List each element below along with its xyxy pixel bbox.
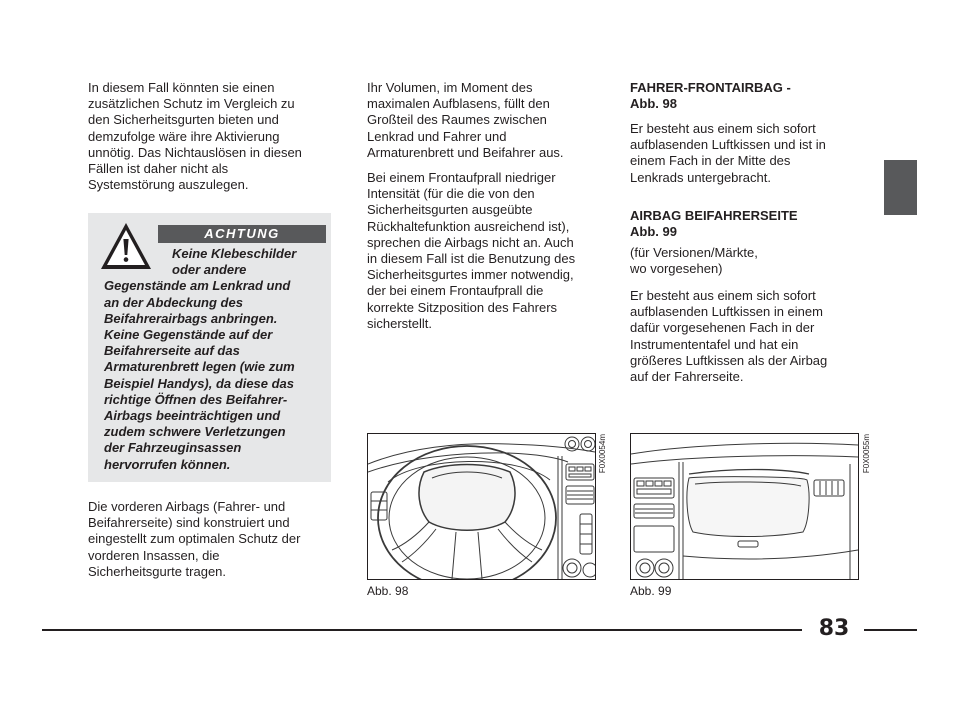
control-knob-center (658, 562, 670, 574)
gauge-left-center (568, 440, 576, 448)
intro-paragraph: In diesem Fall könnten sie einen zusätzl… (88, 80, 302, 193)
heading-driver-airbag: FAHRER-FRONTAIRBAG - Abb. 98 (630, 80, 791, 112)
radio-button (654, 480, 663, 487)
figure-code-98: F0X0054m (598, 434, 607, 474)
exclamation-bar (123, 239, 129, 255)
gauge-left (564, 436, 580, 452)
section-tab (884, 160, 917, 215)
figure-caption-99: Abb. 99 (630, 584, 672, 598)
control-knob-center (639, 562, 651, 574)
control-knob (654, 558, 674, 578)
dashboard-lower-edge (682, 549, 858, 560)
left-spoke-upper (391, 521, 430, 551)
driver-airbag-paragraph: Er besteht aus einem sich sofort aufblas… (630, 121, 826, 185)
glovebox-handle (737, 540, 759, 548)
center-vent (565, 485, 595, 505)
control-knob (582, 562, 595, 578)
warning-box: ACHTUNG Keine Klebeschilder oder andere … (88, 213, 331, 482)
closing-paragraph: Die vorderen Airbags (Fahrer- und Beifah… (88, 499, 301, 579)
left-switch-panel (370, 491, 388, 521)
radio-button (568, 466, 576, 472)
passenger-airbag-paragraph: Er besteht aus einem sich sofort aufblas… (630, 288, 828, 385)
dashboard-top-edge (368, 443, 595, 465)
radio-display (568, 473, 592, 478)
bottom-spoke-left (451, 531, 457, 579)
left-spoke-lower (401, 528, 437, 563)
glovebox-upper-seam (694, 481, 802, 487)
radio-button (636, 480, 645, 487)
gauge-right-center (584, 440, 592, 448)
warning-label: ACHTUNG (158, 225, 326, 243)
warning-text-intro: Keine Klebeschilder oder andere (172, 246, 297, 278)
figure-passenger-dashboard (630, 433, 859, 580)
exclamation-dot (123, 257, 129, 262)
radio-button (584, 466, 592, 472)
airbag-pad-seam (431, 471, 503, 479)
steering-wheel-inner-rim (388, 456, 546, 579)
low-impact-paragraph: Bei einem Frontaufprall niedriger Intens… (367, 170, 576, 331)
control-knob-center (566, 562, 578, 574)
side-vent (813, 479, 845, 497)
radio-button (645, 480, 654, 487)
control-knob (562, 558, 582, 578)
warning-triangle-icon (101, 223, 151, 269)
steering-wheel-illustration (368, 436, 595, 579)
driver-airbag-pad (418, 463, 516, 531)
volume-paragraph: Ihr Volumen, im Moment des maximalen Auf… (367, 80, 564, 160)
page-number: 83 (818, 616, 850, 641)
heading-passenger-airbag: AIRBAG BEIFAHRERSEITE Abb. 99 (630, 208, 798, 240)
glovebox-panel (686, 476, 810, 537)
control-knob (635, 558, 655, 578)
radio-display (636, 488, 672, 495)
radio-unit (633, 477, 675, 499)
dashboard-second-edge (631, 455, 858, 465)
radio-unit (565, 463, 595, 481)
passenger-airbag-note: (für Versionen/Märkte, wo vorgesehen) (630, 245, 758, 277)
passenger-airbag-cover-edge (688, 468, 810, 475)
footer-rule-right (864, 629, 917, 631)
passenger-dashboard-illustration (631, 442, 858, 579)
right-spoke-upper (504, 521, 543, 551)
gauge-right (580, 436, 595, 452)
dashboard-second-edge (368, 452, 569, 473)
footer-rule-left (42, 629, 802, 631)
dashboard-top-edge (631, 442, 858, 455)
steering-wheel-rim (377, 445, 557, 579)
warning-text-body: Gegenstände am Lenkrad und an der Abdeck… (104, 278, 295, 472)
figure-code-99: F0X0055m (862, 434, 871, 474)
radio-button (576, 466, 584, 472)
console-vent (633, 503, 675, 519)
climate-panel (633, 525, 675, 553)
right-spoke-lower (497, 528, 533, 563)
figure-steering-wheel (367, 433, 596, 580)
radio-button (663, 480, 672, 487)
bottom-spoke-right (477, 531, 483, 579)
figure-caption-98: Abb. 98 (367, 584, 409, 598)
